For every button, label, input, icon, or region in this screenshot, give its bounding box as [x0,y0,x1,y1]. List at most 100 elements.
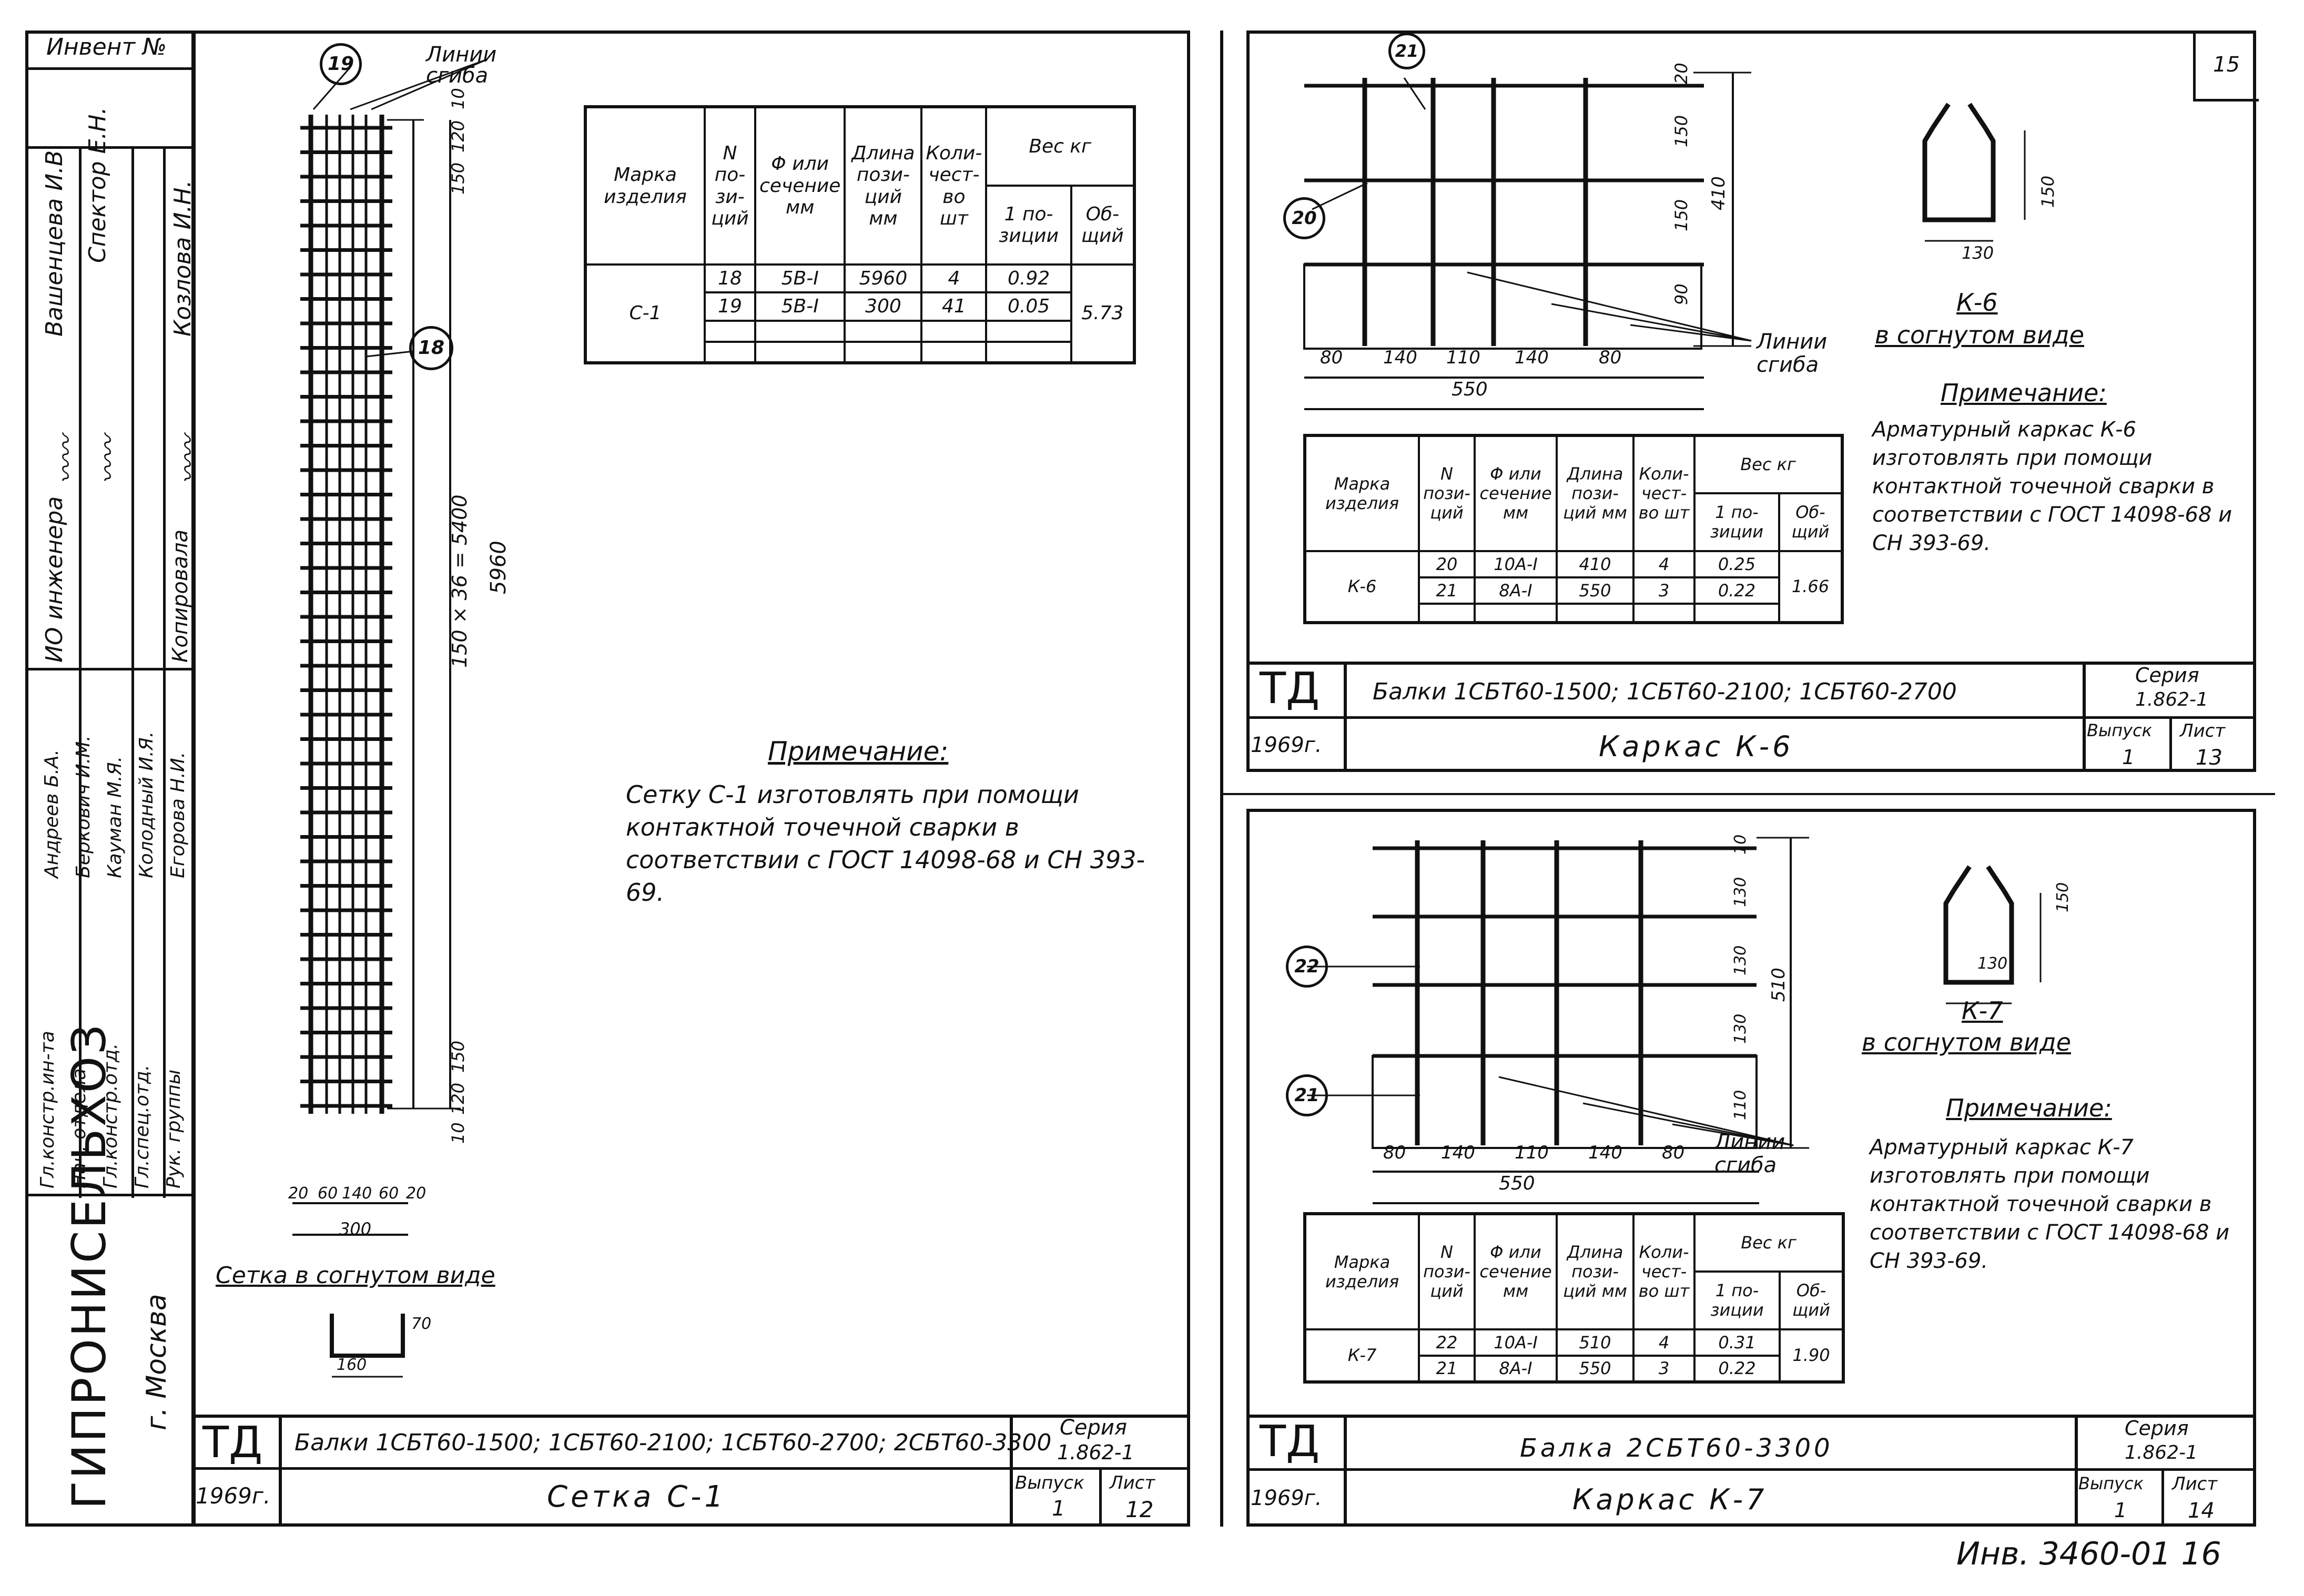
cell-pos-1: 18 [704,263,756,294]
tb14-v1 [1344,1415,1347,1527]
city: г. Москва [141,1294,172,1430]
k6-bend-lines: Линии сгиба [1757,330,1828,377]
tb12-series: 1.862-1 [1057,1441,1134,1464]
name-b2: Спектор Е.Н. [84,107,111,263]
callout-20: 20 [1283,197,1325,239]
tb14-series: 1.862-1 [2125,1442,2198,1463]
tb14-issue-label: Выпуск [2078,1473,2144,1493]
k6-h-wt: Об- щий [1778,492,1844,552]
tb12 [192,1415,1190,1530]
k6-cell-total: 1.66 [1778,550,1844,624]
k7-dim-510: 510 [1768,968,1789,1002]
k6-bdim-550: 550 [1452,379,1488,400]
bdim-300: 300 [339,1219,372,1239]
k7-note-title: Примечание: [1946,1094,2112,1122]
tb12-drawing: Сетка С-1 [547,1480,727,1514]
k7-cell-w1-1: 0.31 [1693,1328,1781,1357]
spec-table-c1: Марка изделия N по- зи- ций Φ или сечени… [584,105,1136,364]
k6-dim-410: 410 [1708,176,1729,210]
role-b3: Копировала [168,529,192,663]
k7-cell-qty-2: 3 [1632,1355,1696,1383]
k7-cell-pos-1: 22 [1418,1328,1476,1357]
strip-col3 [163,146,166,1198]
sheet-13-frame [1246,31,2256,772]
tb12-sheet: 12 [1125,1497,1154,1522]
callout-19: 19 [320,43,362,85]
k6-h-qty: Коли- чест- во шт [1632,434,1696,552]
tb12-project: Балки 1СБТ60-1500; 1СБТ60-2100; 1СБТ60-2… [295,1429,1052,1456]
tb13-v3 [2169,719,2172,772]
tb14-series-label: Серия [2125,1417,2189,1440]
k7-bdim-80b: 80 [1662,1142,1685,1163]
k6-cell-pos-2: 21 [1418,576,1476,605]
name-a5: Егорова Н.И. [167,751,189,878]
tb14-v2 [2075,1415,2078,1527]
dim-bot-10: 10 [448,1122,468,1144]
cell-pos-2: 19 [704,291,756,322]
role-b1: ИО инженера [41,496,68,663]
tb12-v3 [1099,1470,1102,1527]
k7-cell-qty-1: 4 [1632,1328,1696,1357]
k6-bdim-80a: 80 [1320,347,1343,368]
tb14-drawing: Каркас К-7 [1572,1483,1768,1516]
tb14-project: Балка 2СБТ60-3300 [1520,1434,1833,1463]
role-a4: Гл.спец.отд. [131,1064,153,1188]
k7-bent-mark: К-7 [1962,997,2003,1025]
name-a1: Андреев Б.А. [41,749,63,878]
tb12-hline [192,1467,1190,1470]
k6-bdim-140a: 140 [1383,347,1417,368]
dim-top-120: 120 [448,120,468,153]
bdim-20a: 20 [288,1184,309,1203]
k7-cell-mark: К-7 [1304,1328,1420,1383]
bdim-60b: 60 [379,1184,399,1203]
callout-22: 22 [1286,946,1328,988]
cell-dia-2: 5В-I [754,291,846,322]
h-qty: Коли- чест- во шт [920,106,988,266]
k6-dim-90: 90 [1671,283,1691,305]
k6-note-text: Арматурный каркас К-6 изготовлять при по… [1872,418,2232,555]
tb12-issue-label: Выпуск [1015,1472,1084,1493]
k7-dim-10: 10 [1731,834,1750,855]
k7-h-len: Длина пози- ций мм [1556,1213,1635,1330]
k7-h-pos: N пози- ций [1418,1213,1476,1330]
cell-len-1: 5960 [844,263,923,294]
h-weight: Вес кг [985,106,1135,187]
role-a5: Рук. группы [163,1069,185,1188]
k6-h-weight: Вес кг [1693,434,1843,494]
tb14-year: 1969г. [1251,1486,1322,1510]
spec-table-k6: Марка изделия N пози- ций Φ или сечение … [1303,434,1844,624]
k7-bent-caption: в согнутом виде [1862,1028,2072,1056]
k6-cell-len-1: 410 [1556,550,1635,578]
tb13-drawing: Каркас К-6 [1599,730,1794,763]
tb14 [1246,1415,2256,1418]
tb12-sheet-label: Лист [1110,1472,1155,1493]
tb14-issue: 1 [2114,1499,2127,1522]
bent-caption: Сетка в согнутом виде [216,1262,495,1289]
strip-col2 [131,146,134,1198]
sheet-12-frame [192,31,1190,1527]
tb13-year: 1969г. [1251,733,1322,757]
k6-cell-w1-1: 0.25 [1693,550,1780,578]
sheet-14-frame [1246,809,2256,1527]
k7-h-weight: Вес кг [1693,1213,1844,1273]
k6-cell-qty-2: 3 [1632,576,1696,605]
dim-top-10: 10 [448,88,468,109]
tb13-v1 [1344,662,1347,772]
dim-bot-120: 120 [448,1082,468,1115]
role-a1: Гл.констр.ин-та [37,1031,58,1188]
k6-cell-qty-1: 4 [1632,550,1696,578]
k6-cell-len-2: 550 [1556,576,1635,605]
mesh-c1-drawing [292,58,488,1378]
k6-dim-150b: 150 [1671,199,1691,231]
k7-bdim-110: 110 [1515,1142,1549,1163]
middle-divider [1223,793,2275,795]
note-text-12: Сетку С-1 изготовлять при помощи контакт… [626,780,1145,907]
k7-cell-len-2: 550 [1556,1355,1635,1383]
tb13-series: 1.862-1 [2135,689,2208,710]
h-w1: 1 по- зиции [985,185,1072,266]
cell-mark: С-1 [584,263,706,364]
k7-bdim-140b: 140 [1588,1142,1622,1163]
h-len: Длина пози- ций мм [844,106,923,266]
h-mark: Марка изделия [584,106,706,266]
k7-dim-130c: 130 [1731,1013,1750,1044]
